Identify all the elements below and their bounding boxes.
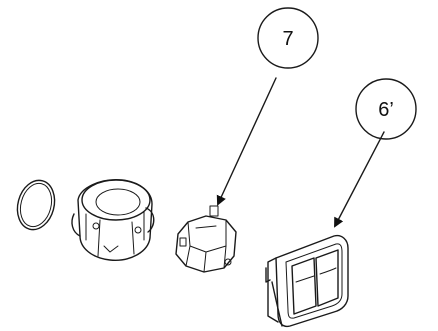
o-ring-part (16, 179, 56, 231)
mounting-box-part (71, 179, 155, 261)
leader-arrow-7 (216, 77, 277, 206)
callout-6-prime: 6’ (355, 78, 417, 140)
leader-arrow-6-prime (334, 131, 385, 228)
callout-7: 7 (257, 7, 319, 69)
callout-6-prime-label: 6’ (378, 99, 394, 121)
switch-plate-part (265, 234, 349, 328)
callout-7-label: 7 (282, 28, 293, 50)
switch-mechanism-part (175, 205, 237, 273)
